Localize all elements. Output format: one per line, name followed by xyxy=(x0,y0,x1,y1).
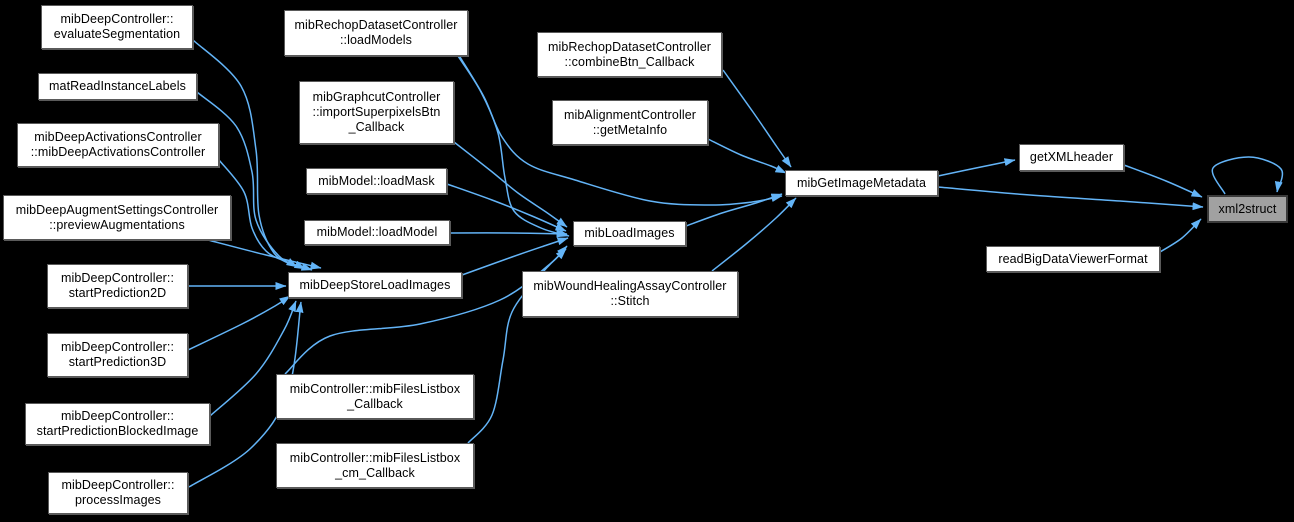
edge-mib-load-images-to-mib-get-image-metadata xyxy=(685,193,783,227)
node-mib-get-image-metadata[interactable]: mibGetImageMetadata xyxy=(785,170,938,196)
edge-get-xml-header-to-xml2struct xyxy=(1123,164,1203,198)
node-start-prediction-blocked-image[interactable]: mibDeepController:: startPredictionBlock… xyxy=(25,403,210,445)
node-load-models[interactable]: mibRechopDatasetController ::loadModels xyxy=(284,10,468,56)
node-import-superpixels-btn-callback[interactable]: mibGraphcutController ::importSuperpixel… xyxy=(299,81,454,144)
node-xml2struct[interactable]: xml2struct xyxy=(1207,195,1288,223)
edge-load-model-to-mib-load-images xyxy=(449,229,568,238)
node-start-prediction-2d[interactable]: mibDeepController:: startPrediction2D xyxy=(47,264,188,308)
edge-load-models-to-mib-get-image-metadata xyxy=(459,56,783,206)
edge-mib-get-image-metadata-to-xml2struct xyxy=(937,186,1204,211)
edge-mib-get-image-metadata-to-get-xml-header xyxy=(937,158,1016,177)
edge-preview-augmentations-to-mib-deep-store-load-images xyxy=(207,239,322,270)
node-combine-btn-callback[interactable]: mibRechopDatasetController ::combineBtn_… xyxy=(537,32,722,77)
node-process-images[interactable]: mibDeepController:: processImages xyxy=(48,472,188,514)
edge-process-images-to-mib-deep-store-load-images xyxy=(188,301,304,488)
edge-import-superpixels-btn-callback-to-mib-load-images xyxy=(453,141,568,228)
edge-xml2struct-to-xml2struct xyxy=(1211,156,1284,195)
node-mib-deep-activations-controller[interactable]: mibDeepActivationsController ::mibDeepAc… xyxy=(17,123,219,167)
node-mat-read-instance-labels[interactable]: matReadInstanceLabels xyxy=(38,73,197,100)
node-mib-load-images[interactable]: mibLoadImages xyxy=(573,221,686,246)
edge-stitch-to-mib-get-image-metadata xyxy=(711,197,797,272)
edge-start-prediction-blocked-image-to-mib-deep-store-load-images xyxy=(209,300,297,417)
edge-read-big-data-viewer-format-to-xml2struct xyxy=(1159,218,1202,253)
edge-start-prediction-3d-to-mib-deep-store-load-images xyxy=(187,295,291,351)
edge-mib-deep-store-load-images-to-mib-load-images xyxy=(461,237,569,276)
node-evaluate-segmentation[interactable]: mibDeepController:: evaluateSegmentation xyxy=(41,5,193,49)
edge-mib-deep-activations-controller-to-mib-deep-store-load-images xyxy=(218,159,313,271)
node-get-meta-info[interactable]: mibAlignmentController ::getMetaInfo xyxy=(552,100,708,145)
node-mib-files-listbox-callback[interactable]: mibController::mibFilesListbox _Callback xyxy=(276,374,474,419)
edge-mat-read-instance-labels-to-mib-deep-store-load-images xyxy=(196,91,306,270)
edge-get-meta-info-to-mib-get-image-metadata xyxy=(707,138,787,174)
node-mib-deep-store-load-images[interactable]: mibDeepStoreLoadImages xyxy=(288,272,462,298)
node-load-model[interactable]: mibModel::loadModel xyxy=(304,220,450,245)
edge-load-mask-to-mib-load-images xyxy=(446,183,567,232)
node-mib-files-listbox-cm-callback[interactable]: mibController::mibFilesListbox _cm_Callb… xyxy=(276,443,474,488)
node-get-xml-header[interactable]: getXMLheader xyxy=(1019,144,1124,171)
node-stitch[interactable]: mibWoundHealingAssayController ::Stitch xyxy=(522,271,738,317)
edge-mib-files-listbox-cm-callback-to-mib-load-images xyxy=(467,248,567,444)
node-read-big-data-viewer-format[interactable]: readBigDataViewerFormat xyxy=(986,246,1160,272)
node-start-prediction-3d[interactable]: mibDeepController:: startPrediction3D xyxy=(47,333,188,377)
node-load-mask[interactable]: mibModel::loadMask xyxy=(306,168,447,194)
node-preview-augmentations[interactable]: mibDeepAugmentSettingsController ::previ… xyxy=(3,195,231,240)
edge-evaluate-segmentation-to-mib-deep-store-load-images xyxy=(192,39,298,268)
edge-combine-btn-callback-to-mib-get-image-metadata xyxy=(722,69,792,168)
